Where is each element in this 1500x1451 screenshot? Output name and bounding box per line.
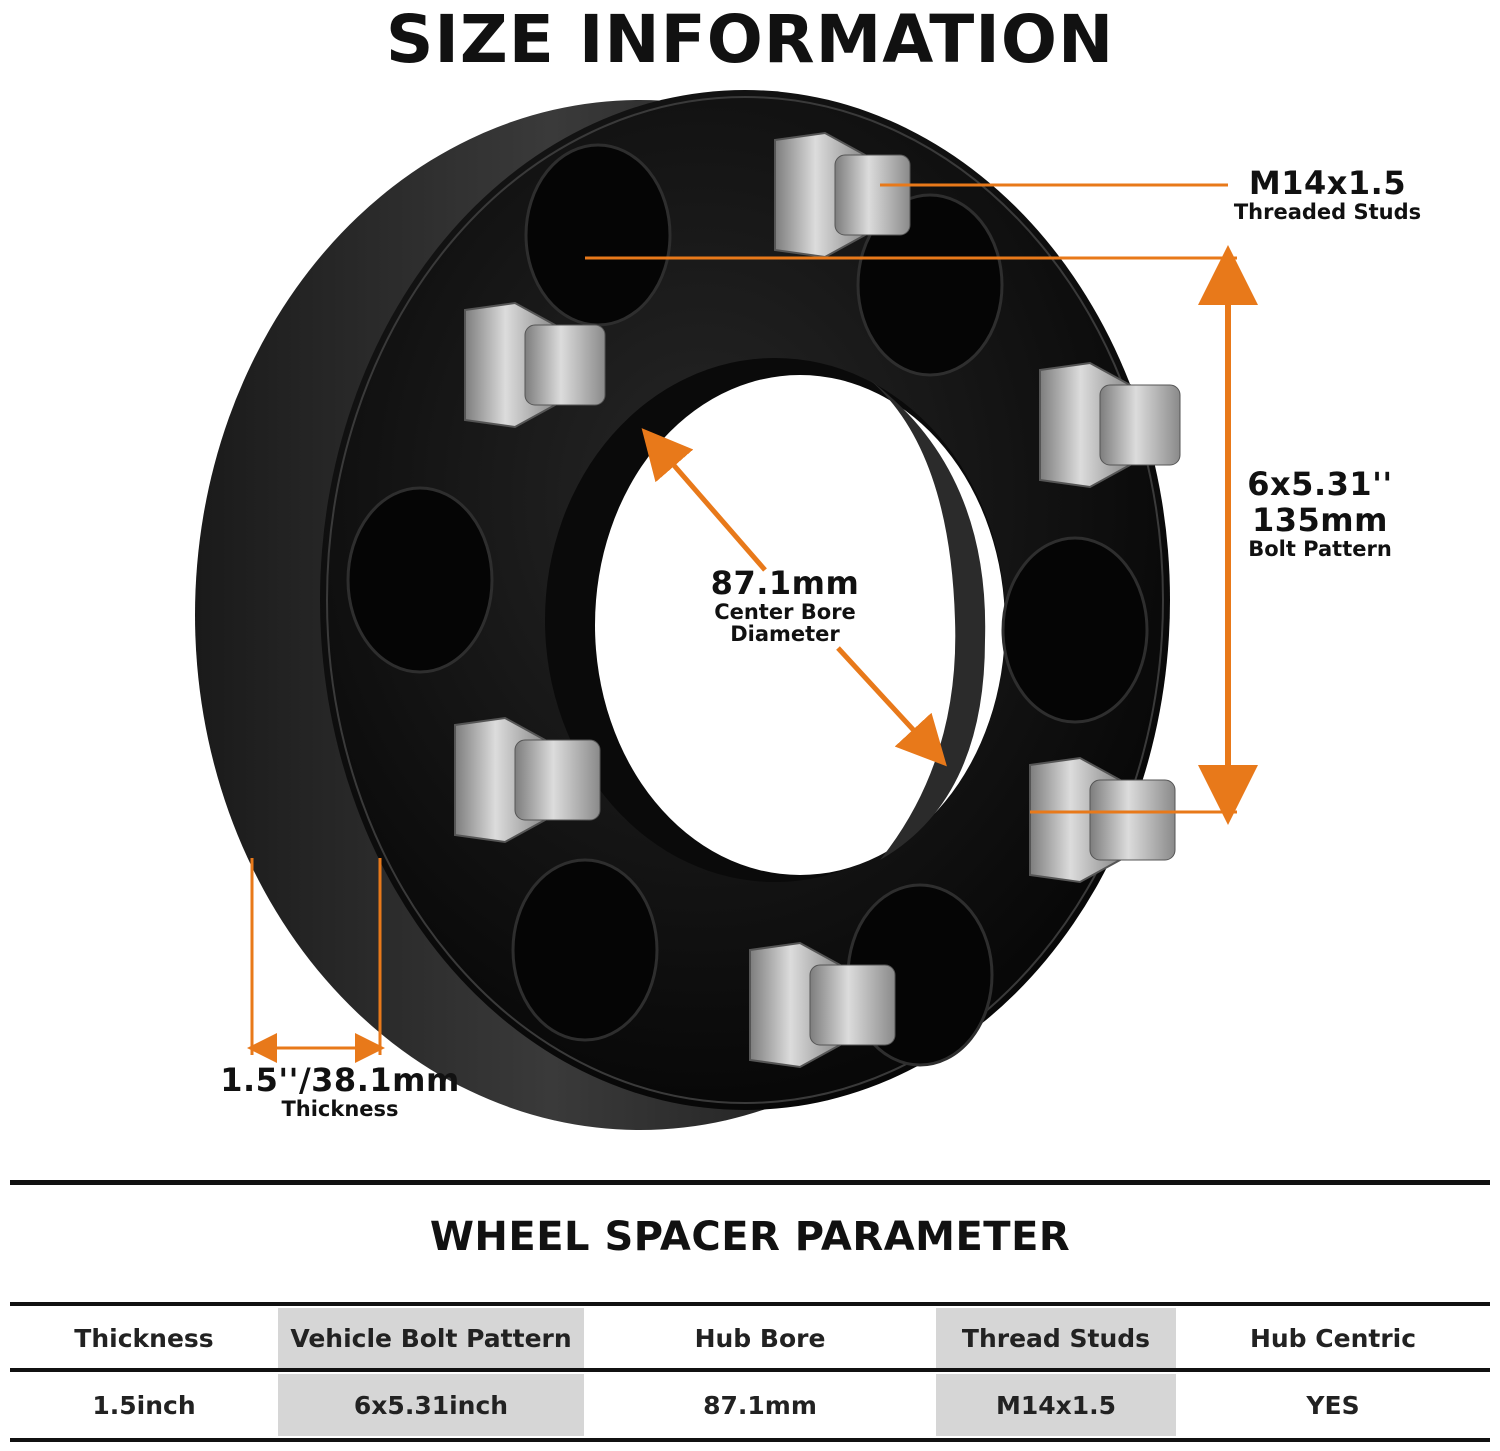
table-cell: 1.5inch	[92, 1390, 196, 1420]
table-header: Thickness	[74, 1323, 214, 1353]
table-header: Vehicle Bolt Pattern	[278, 1308, 584, 1368]
table-cell: YES	[1306, 1390, 1360, 1420]
wheel-spacer-diagram	[195, 90, 1258, 1130]
section-divider	[10, 1180, 1490, 1185]
table-cell: 6x5.31inch	[278, 1374, 584, 1436]
table-cell: M14x1.5	[936, 1374, 1176, 1436]
table-title: WHEEL SPACER PARAMETER	[429, 1214, 1071, 1260]
page-title: SIZE INFORMATION	[385, 1, 1115, 78]
center-bore-label-2: Diameter	[730, 622, 840, 646]
thickness-value: 1.5''/38.1mm	[220, 1061, 460, 1099]
center-bore-callout: 87.1mm Center Bore Diameter	[690, 565, 880, 645]
thickness-callout: 1.5''/38.1mm Thickness	[215, 1062, 465, 1120]
table-bottom-rule	[10, 1438, 1490, 1442]
dimension-lines	[247, 183, 1258, 1063]
bolt-pattern-callout: 6x5.31'' 135mm Bolt Pattern	[1230, 466, 1410, 560]
stud-label: Threaded Studs	[1233, 200, 1422, 224]
thickness-label: Thickness	[281, 1097, 399, 1121]
bolt-pattern-metric: 135mm	[1252, 501, 1388, 539]
table-header: Hub Bore	[694, 1323, 826, 1353]
center-bore-value: 87.1mm	[710, 564, 860, 602]
table-header: Hub Centric	[1249, 1323, 1417, 1353]
bolt-pattern-imperial: 6x5.31''	[1247, 465, 1393, 503]
bolt-pattern-label: Bolt Pattern	[1248, 537, 1392, 561]
table-header: Thread Studs	[936, 1308, 1176, 1368]
bolt-holes	[346, 143, 1149, 1067]
center-bore-arrow-upper	[641, 428, 767, 572]
table-cell: 87.1mm	[703, 1390, 817, 1420]
threaded-studs	[454, 131, 1181, 1069]
table-value-row: 1.5inch 6x5.31inch 87.1mm M14x1.5 YES	[10, 1374, 1490, 1436]
table-mid-rule	[10, 1368, 1490, 1372]
table-header-row: Thickness Vehicle Bolt Pattern Hub Bore …	[10, 1308, 1490, 1368]
center-bore-arrow-lower	[836, 646, 947, 767]
stud-size-value: M14x1.5	[1248, 164, 1407, 202]
center-bore-label-1: Center Bore	[714, 600, 856, 624]
table-top-rule	[10, 1302, 1490, 1306]
stud-callout: M14x1.5 Threaded Studs	[1225, 165, 1430, 223]
